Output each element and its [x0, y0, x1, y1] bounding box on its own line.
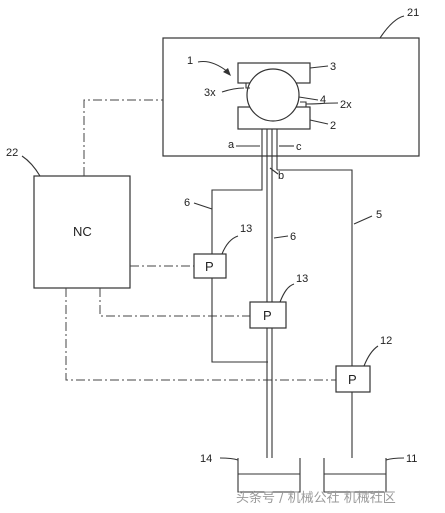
leader-5: [353, 215, 373, 225]
line-6-left: [211, 176, 268, 363]
leader-2: [309, 119, 329, 125]
leader-3x: [221, 87, 245, 93]
label-11: 11: [406, 453, 417, 465]
label-5: 5: [376, 209, 382, 221]
label-3: 3: [330, 61, 336, 73]
leader-6-center: [273, 235, 289, 239]
pump-13-top-label: P: [205, 259, 214, 274]
signal-nc-to-machine: [83, 99, 163, 176]
pump-12-label: P: [348, 372, 357, 387]
watermark: 头条号 / 机械公社 机械社区: [236, 490, 396, 506]
label-2: 2: [330, 120, 336, 132]
label-14: 14: [200, 453, 212, 465]
leader-4: [298, 96, 319, 101]
label-12: 12: [380, 335, 392, 347]
label-c: c: [296, 141, 302, 153]
leader-14: [219, 457, 239, 461]
label-1: 1: [187, 55, 193, 67]
label-13-mid: 13: [296, 273, 308, 285]
leader-22: [21, 155, 41, 177]
nc-label: NC: [73, 224, 92, 239]
leader-13-mid: [279, 283, 295, 303]
leader-3: [309, 65, 329, 69]
label-6-left: 6: [184, 197, 190, 209]
seal-3x: [238, 82, 250, 89]
signal-nc-to-pump-13b: [99, 288, 250, 317]
label-2x: 2x: [340, 99, 352, 111]
leader-12: [363, 345, 379, 367]
label-4: 4: [320, 94, 326, 106]
leader-13-top: [221, 235, 239, 255]
arrowhead-1: [223, 68, 231, 76]
label-6-center: 6: [290, 231, 296, 243]
pump-13-mid: [249, 301, 287, 329]
label-21: 21: [407, 7, 419, 19]
line-5: [277, 169, 353, 458]
leader-b: [269, 167, 279, 175]
leader-2x: [305, 102, 339, 105]
pump-13-mid-label: P: [263, 308, 272, 323]
label-13-top: 13: [240, 223, 252, 235]
label-b: b: [278, 170, 284, 182]
nc-controller-22: [33, 175, 131, 289]
label-a: a: [228, 139, 235, 151]
tank-14: [237, 458, 301, 493]
rotor-4: [246, 68, 300, 122]
label-22: 22: [6, 147, 18, 159]
pump-12: [335, 365, 371, 393]
leader-6-left: [193, 202, 213, 210]
tank-11: [323, 458, 387, 493]
pump-13-top: [193, 253, 227, 279]
signal-nc-to-pump-12: [65, 288, 336, 381]
label-3x: 3x: [204, 87, 216, 99]
leader-11: [385, 457, 405, 461]
leader-21: [379, 15, 405, 39]
